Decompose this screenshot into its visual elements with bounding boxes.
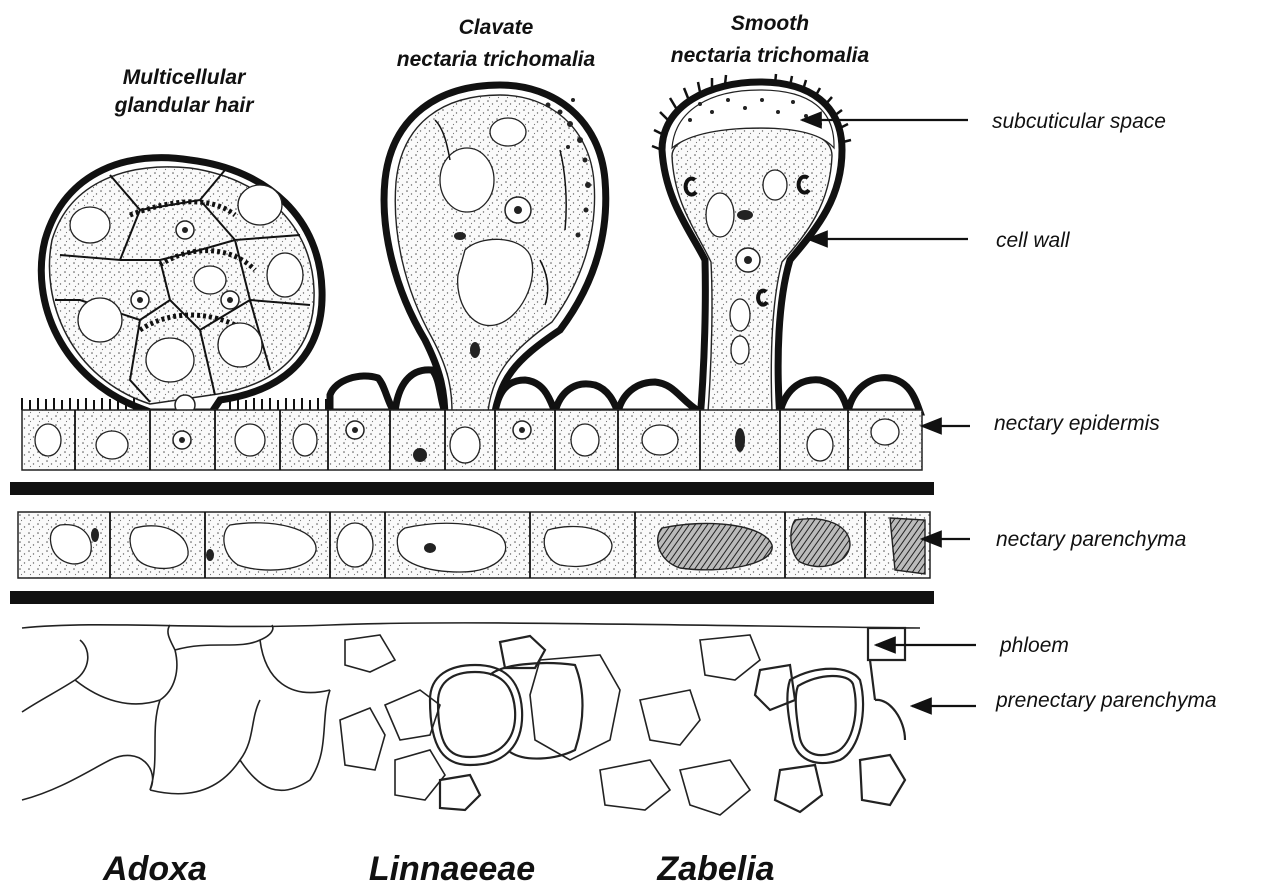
title-multicellular-line2: glandular hair (114, 94, 256, 117)
label-prenectary-parenchyma: prenectary parenchyma (912, 689, 1217, 712)
title-multicellular-line1: Multicellular (123, 66, 247, 89)
title-clavate-line1: Clavate (459, 16, 534, 39)
title-smooth-line2: nectaria trichomalia (671, 44, 870, 67)
title-smooth-line1: Smooth (731, 12, 809, 35)
taxon-zabelia: Zabelia (656, 850, 774, 888)
label-subcuticular-space: subcuticular space (802, 110, 1166, 133)
label-cell-wall: cell wall (808, 229, 1071, 252)
label-parenchyma-text: nectary parenchyma (996, 528, 1186, 551)
prenectary-parenchyma (22, 623, 920, 815)
label-prenectary-text: prenectary parenchyma (995, 689, 1217, 712)
smooth-trichome (652, 74, 851, 420)
nectary-parenchyma (18, 512, 930, 578)
taxon-adoxa: Adoxa (102, 850, 207, 888)
title-clavate-line2: nectaria trichomalia (397, 48, 596, 71)
label-nectary-parenchyma: nectary parenchyma (922, 528, 1186, 551)
label-epidermis-text: nectary epidermis (994, 412, 1160, 435)
divider-bar-bottom (10, 591, 934, 604)
label-nectary-epidermis: nectary epidermis (922, 412, 1160, 435)
taxon-linnaeeae: Linnaeeae (369, 850, 535, 888)
label-phloem-text: phloem (999, 634, 1069, 657)
divider-bar-top (10, 482, 934, 495)
label-subcuticular-text: subcuticular space (992, 110, 1166, 133)
multicellular-glandular-hair (22, 158, 326, 415)
label-cell-wall-text: cell wall (996, 229, 1071, 252)
